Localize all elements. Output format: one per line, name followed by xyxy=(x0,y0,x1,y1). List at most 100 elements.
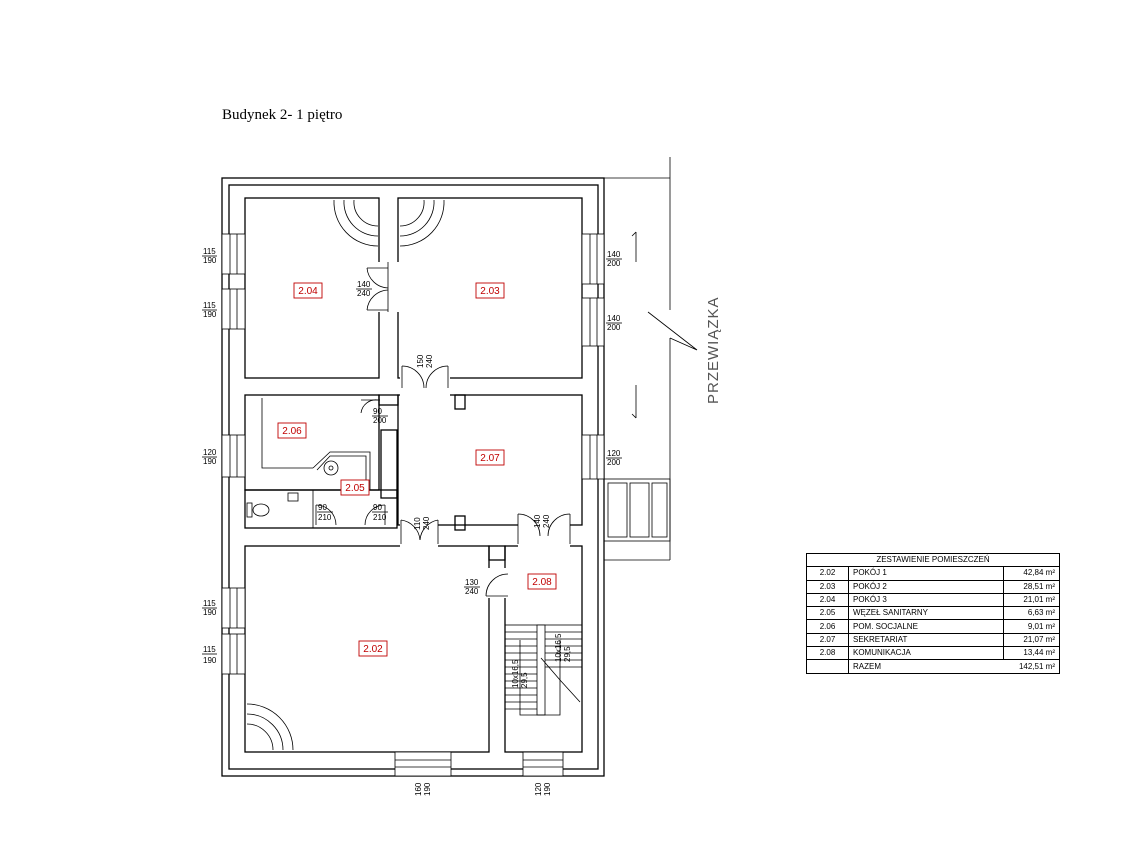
dimension-window-bottom-1: 160 190 xyxy=(414,782,432,796)
dimension-window-right-3: 120 200 xyxy=(606,449,622,467)
svg-text:2.05: 2.05 xyxy=(345,483,365,494)
window-bottom xyxy=(394,751,564,777)
dimension-window-bottom-2: 120 190 xyxy=(534,782,552,796)
door-204-203 xyxy=(366,262,389,312)
window-right xyxy=(581,233,605,480)
room-name: POM. SOCJALNE xyxy=(848,619,1004,634)
room-label-2.05[interactable]: 2.05 xyxy=(340,479,370,496)
sink-small xyxy=(287,492,299,502)
svg-text:190: 190 xyxy=(203,256,217,265)
svg-text:210: 210 xyxy=(373,513,387,522)
table-total-row: RAZEM 142,51 m² xyxy=(806,659,1060,674)
dimension-window-left-5: 115 190 xyxy=(202,645,217,665)
dimension-door-2.06: 90 200 xyxy=(372,407,388,425)
dimension-stairs-1: 10x16,5 29,5 xyxy=(511,659,529,688)
svg-text:90: 90 xyxy=(318,503,327,512)
svg-text:240: 240 xyxy=(465,587,479,596)
svg-text:140: 140 xyxy=(533,514,542,528)
room-label-2.03[interactable]: 2.03 xyxy=(475,282,505,299)
staircase xyxy=(504,624,583,753)
svg-text:115: 115 xyxy=(203,645,216,654)
door-2.05 xyxy=(364,504,386,526)
svg-text:240: 240 xyxy=(422,516,431,530)
wall-stub xyxy=(454,394,466,410)
room-area: 21,01 m² xyxy=(1003,592,1060,608)
dimension-door-202-208: 130 240 xyxy=(464,578,480,596)
room-name: POKÓJ 3 xyxy=(848,592,1004,608)
svg-text:200: 200 xyxy=(607,259,621,268)
washbasin xyxy=(323,460,339,476)
svg-text:160: 160 xyxy=(414,782,423,796)
table-row: 2.06 POM. SOCJALNE 9,01 m² xyxy=(806,619,1060,634)
svg-text:110: 110 xyxy=(413,517,422,530)
room-area: 6,63 m² xyxy=(1003,606,1060,621)
wall-stub xyxy=(488,545,506,561)
room-label-2.06[interactable]: 2.06 xyxy=(277,422,307,439)
room-number: 2.03 xyxy=(806,579,849,594)
room-label-2.08[interactable]: 2.08 xyxy=(527,573,557,590)
room-label-2.07[interactable]: 2.07 xyxy=(475,449,505,466)
window-left xyxy=(221,233,246,675)
svg-text:190: 190 xyxy=(423,782,432,796)
dimension-door-top-hall: 150 240 xyxy=(416,354,434,368)
svg-text:190: 190 xyxy=(203,457,217,466)
svg-text:140: 140 xyxy=(607,250,621,259)
svg-text:130: 130 xyxy=(465,578,479,587)
svg-text:115: 115 xyxy=(203,301,216,310)
dimension-window-left-2: 115 190 xyxy=(202,301,217,319)
dimension-door-2.02: 110 240 xyxy=(413,516,431,530)
table-row: 2.03 POKÓJ 2 28,51 m² xyxy=(806,579,1060,594)
toilet-tank xyxy=(246,502,253,518)
svg-text:2.03: 2.03 xyxy=(480,286,500,297)
svg-text:140: 140 xyxy=(357,280,371,289)
room-name: SEKRETARIAT xyxy=(848,632,1004,648)
dimension-door-wc: 90 210 xyxy=(317,503,333,522)
room-number: 2.04 xyxy=(806,592,849,608)
table-title: ZESTAWIENIE POMIESZCZEŃ xyxy=(806,552,1060,568)
svg-text:29,5: 29,5 xyxy=(563,646,572,662)
outer-wall xyxy=(221,177,605,777)
room-area: 42,84 m² xyxy=(1003,566,1060,581)
washbasin-drain xyxy=(328,465,334,471)
partition xyxy=(316,455,367,490)
svg-text:190: 190 xyxy=(543,782,552,796)
room-summary-table: ZESTAWIENIE POMIESZCZEŃ 2.02 POKÓJ 1 42,… xyxy=(806,552,1060,674)
door-gap xyxy=(518,522,570,550)
table-row: 2.04 POKÓJ 3 21,01 m² xyxy=(806,592,1060,608)
svg-text:29,5: 29,5 xyxy=(520,672,529,688)
wall-stub xyxy=(454,515,466,531)
room-number: 2.02 xyxy=(806,566,849,581)
total-label: RAZEM xyxy=(848,659,1004,674)
svg-text:140: 140 xyxy=(607,314,621,323)
toilet xyxy=(252,503,270,517)
wall-stub xyxy=(378,394,399,406)
room-number: 2.07 xyxy=(806,632,849,648)
room-label-2.04[interactable]: 2.04 xyxy=(293,282,323,299)
svg-text:240: 240 xyxy=(425,354,434,368)
room-area: 9,01 m² xyxy=(1003,619,1060,634)
total-area: 142,51 m² xyxy=(1003,659,1060,674)
door-2.06 xyxy=(360,399,380,414)
room-number: 2.05 xyxy=(806,606,849,621)
svg-text:2.07: 2.07 xyxy=(480,453,500,464)
svg-text:200: 200 xyxy=(607,458,621,467)
svg-text:120: 120 xyxy=(534,782,543,796)
room-label-2.02[interactable]: 2.02 xyxy=(358,640,388,657)
door-2.02 xyxy=(400,519,439,544)
svg-text:120: 120 xyxy=(203,448,217,457)
svg-text:190: 190 xyxy=(203,608,217,617)
room-area: 13,44 m² xyxy=(1003,646,1060,661)
room-name: POKÓJ 1 xyxy=(848,566,1004,581)
room-name: POKÓJ 2 xyxy=(848,579,1004,594)
door-gap xyxy=(378,262,400,312)
plan-title: Budynek 2- 1 piętro xyxy=(222,107,343,123)
door-top-hall xyxy=(401,365,449,389)
svg-text:90: 90 xyxy=(373,503,382,512)
svg-text:10x16,5: 10x16,5 xyxy=(511,659,520,688)
svg-text:2.06: 2.06 xyxy=(282,426,302,437)
door-gap xyxy=(400,375,450,397)
svg-text:210: 210 xyxy=(318,513,332,522)
radiator-arc xyxy=(399,199,445,247)
partition xyxy=(261,398,313,469)
